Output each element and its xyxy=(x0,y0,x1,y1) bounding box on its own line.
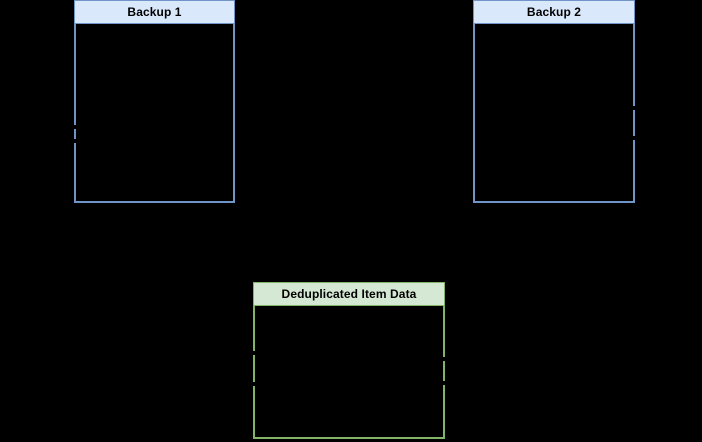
connector-notch-dedup-right-lower xyxy=(441,381,446,385)
node-backup-2-title: Backup 2 xyxy=(473,0,635,24)
node-backup-2-body xyxy=(473,24,635,203)
connector-notch-backup-1-left-upper xyxy=(73,125,78,129)
node-backup-1-title: Backup 1 xyxy=(74,0,235,24)
connector-notch-backup-1-left-lower xyxy=(73,139,78,143)
node-deduplicated-item-data[interactable]: Deduplicated Item Data xyxy=(253,282,445,442)
node-backup-1-body xyxy=(74,24,235,203)
connector-notch-dedup-right-upper xyxy=(441,357,446,361)
node-backup-1[interactable]: Backup 1 xyxy=(74,0,235,203)
node-deduplicated-item-data-body xyxy=(253,306,445,439)
node-deduplicated-item-data-title: Deduplicated Item Data xyxy=(253,282,445,306)
connector-notch-dedup-left-upper xyxy=(251,351,256,355)
connector-notch-dedup-left-lower xyxy=(251,382,256,386)
node-backup-2[interactable]: Backup 2 xyxy=(473,0,635,203)
connector-notch-backup-2-right-lower xyxy=(632,136,637,140)
connector-notch-backup-2-right-upper xyxy=(632,106,637,110)
